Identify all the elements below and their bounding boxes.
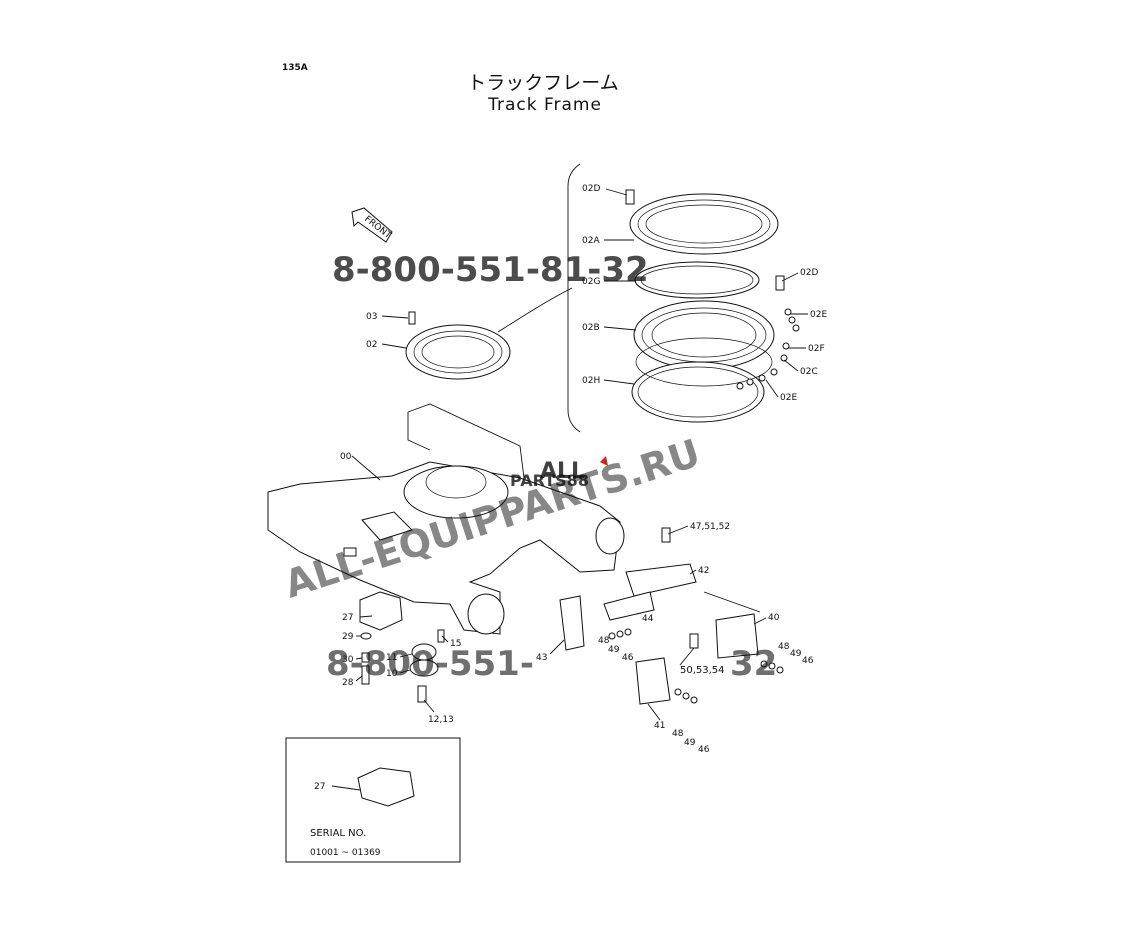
label-48-bottom: 48 xyxy=(672,729,684,739)
track-frame xyxy=(267,403,625,635)
label-46-bottom: 46 xyxy=(698,745,710,755)
watermark-phone-top: 8-800-551-81-32 xyxy=(332,250,649,290)
label-48-left: 48 xyxy=(598,636,610,646)
watermark-site-a: ALL xyxy=(540,459,585,484)
label-02H: 02H xyxy=(582,376,600,386)
label-02G: 02G xyxy=(582,277,600,287)
label-48-right: 48 xyxy=(778,642,790,652)
label-02E-top: 02E xyxy=(810,310,827,320)
label-42: 42 xyxy=(698,566,709,576)
label-02D: 02D xyxy=(582,184,600,194)
label-02B: 02B xyxy=(582,323,600,333)
label-46-left: 46 xyxy=(622,653,634,663)
lower-parts xyxy=(359,527,784,705)
label-02F: 02F xyxy=(808,344,825,354)
swing-bearing-exploded xyxy=(625,189,800,423)
label-47-51-52: 47,51,52 xyxy=(690,522,730,532)
label-15: 15 xyxy=(450,639,461,649)
serial-range: 01001 ~ 01369 xyxy=(310,848,381,858)
label-12-13: 12,13 xyxy=(428,715,454,725)
page-number: 135A xyxy=(282,63,308,73)
label-02E-bottom: 02E xyxy=(780,393,797,403)
serial-label: SERIAL NO. xyxy=(310,828,366,839)
inset-label-27: 27 xyxy=(314,782,325,792)
label-02C: 02C xyxy=(800,367,818,377)
watermark-phone-bottom: 8-800-551- xyxy=(326,644,534,684)
detail-leader-line xyxy=(497,287,573,333)
title-english: Track Frame xyxy=(487,95,602,115)
label-29: 29 xyxy=(342,632,354,642)
label-50-53-54: 50,53,54 xyxy=(680,665,725,676)
label-46-right: 46 xyxy=(802,656,814,666)
label-49-bottom: 49 xyxy=(684,738,696,748)
label-03: 03 xyxy=(366,312,377,322)
leader-lines xyxy=(351,188,808,721)
label-11: 11 xyxy=(386,653,397,663)
label-41: 41 xyxy=(654,721,665,731)
label-00: 00 xyxy=(340,452,352,462)
label-10: 10 xyxy=(386,669,398,679)
title-japanese: トラックフレーム xyxy=(467,72,618,94)
label-28: 28 xyxy=(342,678,354,688)
label-02D-right: 02D xyxy=(800,268,818,278)
label-27: 27 xyxy=(342,613,353,623)
label-02: 02 xyxy=(366,340,377,350)
label-49-left: 49 xyxy=(608,645,620,655)
watermark-site-b: PARTS88 xyxy=(510,471,589,490)
swing-bearing xyxy=(405,311,511,380)
label-43: 43 xyxy=(536,653,547,663)
label-49-right: 49 xyxy=(790,649,802,659)
watermark-logo-mark xyxy=(600,456,608,466)
label-44: 44 xyxy=(642,614,654,624)
label-40: 40 xyxy=(768,613,780,623)
detail-bracket xyxy=(567,163,581,433)
watermark-phone-bottom-end: 32 xyxy=(730,644,777,684)
label-02A: 02A xyxy=(582,236,600,246)
front-arrow-icon: FRONT xyxy=(351,207,393,243)
label-30: 30 xyxy=(342,655,354,665)
serial-inset: 27 SERIAL NO. 01001 ~ 01369 xyxy=(285,737,461,863)
